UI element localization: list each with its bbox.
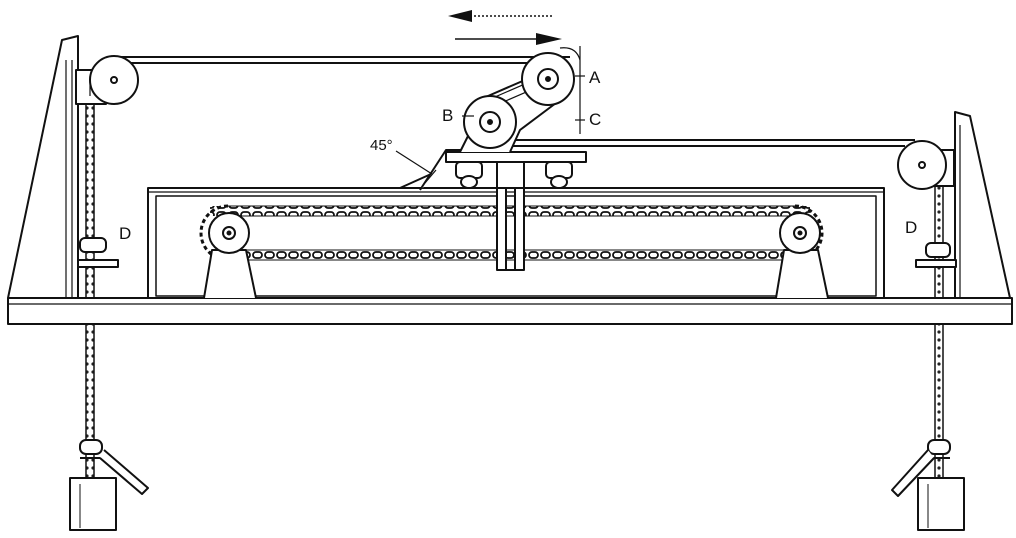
left-sprocket: [203, 212, 257, 299]
left-idler-pulley: [75, 55, 139, 105]
right-end-post: [954, 111, 1011, 299]
left-end-post: [7, 35, 79, 299]
right-weight-assembly: [891, 439, 965, 531]
label-c: C: [589, 110, 601, 129]
upper-cables: [110, 46, 915, 147]
label-b: B: [442, 106, 453, 125]
label-d-right: D: [905, 218, 917, 237]
right-idler-pulley: [897, 140, 955, 190]
return-arrow-head: [448, 10, 472, 22]
pulley-a: [521, 47, 581, 106]
left-threaded-rod: [85, 95, 95, 489]
pulley-b: [463, 95, 517, 149]
left-weight-assembly: [69, 439, 149, 531]
label-a: A: [589, 68, 601, 87]
base-plank: [7, 297, 1013, 325]
forward-arrow-head: [536, 33, 562, 45]
right-sprocket: [775, 212, 829, 299]
left-clamp-d: [77, 237, 119, 268]
angle-pointer: [395, 150, 433, 175]
label-d-left: D: [119, 224, 131, 243]
chain-loop: [199, 204, 824, 262]
direction-arrows: [448, 10, 562, 45]
right-clamp-d: [915, 242, 957, 268]
label-angle: 45°: [370, 137, 393, 154]
marker-ticks: [462, 75, 585, 121]
